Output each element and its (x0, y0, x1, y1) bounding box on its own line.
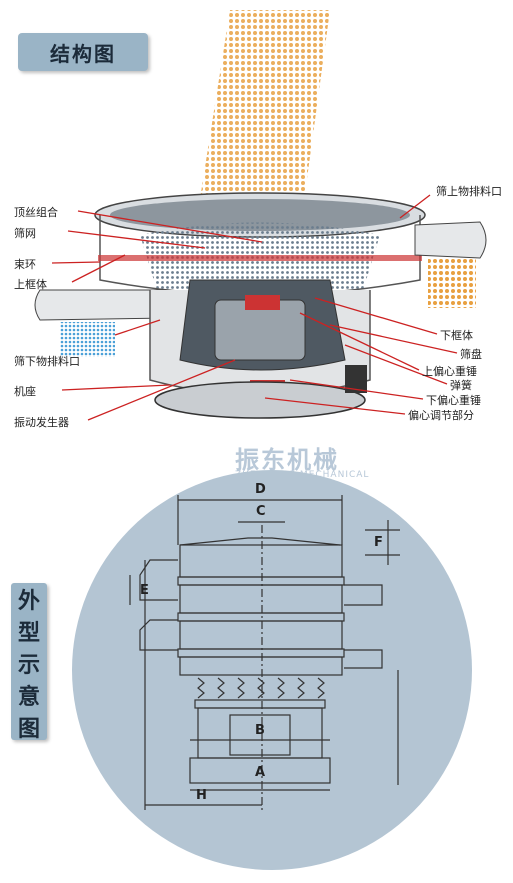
base (154, 381, 366, 419)
label-screen-mesh: 筛网 (14, 227, 36, 240)
label-over-outlet: 筛上物排料口 (436, 185, 502, 198)
dim-H: H (196, 788, 207, 803)
label-upper-weight: 上偏心重锤 (422, 365, 477, 378)
springs (197, 677, 325, 699)
over-outlet-pipe (414, 221, 487, 259)
outline-title-char: 型 (17, 621, 40, 646)
outline-title-char: 图 (17, 717, 40, 742)
dim-D: D (255, 482, 266, 497)
dim-F: F (374, 535, 383, 550)
structure-diagram (34, 10, 487, 421)
outline-title-char: 外 (17, 589, 40, 614)
dim-B: B (255, 723, 265, 738)
label-lower-frame: 下框体 (440, 329, 473, 342)
label-lower-weight: 下偏心重锤 (426, 394, 481, 407)
label-spring: 弹簧 (450, 379, 472, 392)
label-adjust-part: 偏心调节部分 (408, 409, 474, 422)
label-clamp-ring: 束环 (14, 258, 36, 271)
label-vibrator: 振动发生器 (14, 416, 69, 429)
label-upper-frame: 上框体 (14, 278, 47, 291)
under-outlet-pipe (34, 289, 171, 321)
dim-E: E (140, 583, 149, 598)
section-title-structure: 结构图 (18, 33, 148, 71)
watermark-en: ZHENDONG MECHANICAL (235, 470, 370, 480)
section-title-outline: 外 型 示 意 图 (11, 583, 47, 742)
outline-title-char: 示 (17, 653, 40, 678)
label-under-outlet: 筛下物排料口 (14, 355, 80, 368)
outline-background-circle (72, 470, 472, 870)
label-screen-plate: 筛盘 (460, 348, 482, 361)
label-base: 机座 (14, 385, 36, 398)
watermark-logo: 振东机械 (235, 446, 339, 474)
dim-C: C (256, 504, 266, 519)
dim-A: A (255, 765, 266, 780)
material-stream (195, 10, 330, 230)
outline-title-char: 意 (17, 685, 40, 710)
label-top-wire: 顶丝组合 (14, 206, 58, 219)
